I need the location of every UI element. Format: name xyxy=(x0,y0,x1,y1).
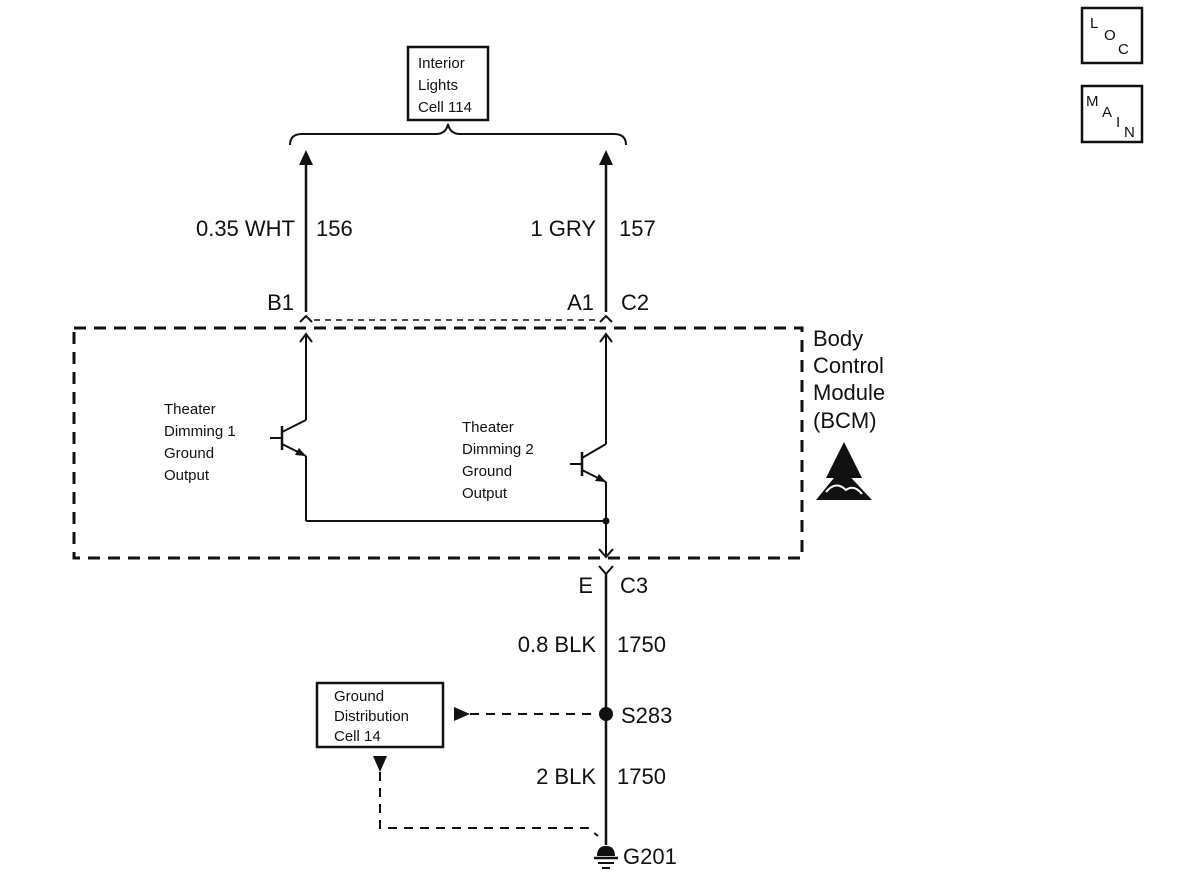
theater1-line3: Ground xyxy=(164,445,214,462)
wire-1750-b-gauge-color: 2 BLK xyxy=(536,764,596,789)
interior-lights-line1: Interior xyxy=(418,55,465,72)
bcm-label-line4: (BCM) xyxy=(813,408,877,433)
theater1-line1: Theater xyxy=(164,401,216,418)
connector-c2-mark-left xyxy=(299,314,313,323)
ground-dist-line1: Ground xyxy=(334,688,384,705)
connector-c2: C2 xyxy=(621,290,649,315)
wire-1750-b-circuit: 1750 xyxy=(617,764,666,789)
interior-lights-line3: Cell 114 xyxy=(418,99,472,116)
pin-b1: B1 xyxy=(267,290,294,315)
wire-1750-a-circuit: 1750 xyxy=(617,632,666,657)
main-letter-4: N xyxy=(1124,124,1135,141)
arrow-right-icon xyxy=(454,707,470,721)
esd-sensitive-icon xyxy=(816,442,872,500)
theater1-line4: Output xyxy=(164,467,210,484)
theater1-line2: Dimming 1 xyxy=(164,423,236,440)
bcm-label-line3: Module xyxy=(813,380,885,405)
pin-a1: A1 xyxy=(567,290,594,315)
connector-c3: C3 xyxy=(620,573,648,598)
ground-dist-line3: Cell 14 xyxy=(334,728,381,745)
loc-letter-3: C xyxy=(1118,41,1129,58)
interior-lights-brace xyxy=(289,123,627,146)
arrow-up-icon xyxy=(599,332,613,343)
bcm-label-line1: Body xyxy=(813,326,863,351)
ground-distribution-reference[interactable]: Ground Distribution Cell 14 xyxy=(315,681,445,749)
main-letter-2: A xyxy=(1102,104,1112,121)
bcm-junction-dot xyxy=(602,517,610,525)
connector-c3-mark xyxy=(598,565,614,576)
theater2-line3: Ground xyxy=(462,463,512,480)
ground-symbol-icon xyxy=(594,846,618,869)
main-letter-3: I xyxy=(1116,114,1120,131)
theater2-line4: Output xyxy=(462,485,508,502)
arrow-up-icon xyxy=(299,150,313,165)
loc-letter-1: L xyxy=(1090,15,1098,32)
theater2-line2: Dimming 2 xyxy=(462,441,534,458)
interior-lights-line2: Lights xyxy=(418,77,458,94)
ground-dist-line2: Distribution xyxy=(334,708,409,725)
transistor-1-icon xyxy=(270,419,307,457)
arrow-down-icon xyxy=(598,548,614,559)
arrow-up-icon xyxy=(299,332,313,343)
main-letter-1: M xyxy=(1086,93,1099,110)
arrow-up-icon xyxy=(599,150,613,165)
loc-letter-2: O xyxy=(1104,27,1116,44)
bcm-boundary xyxy=(72,326,804,560)
bcm-label-line2: Control xyxy=(813,353,884,378)
loc-button[interactable]: L O C xyxy=(1080,6,1144,65)
pin-e: E xyxy=(578,573,593,598)
splice-s283-label: S283 xyxy=(621,703,672,728)
main-button[interactable]: M A I N xyxy=(1080,84,1144,144)
wire-1750-a-gauge-color: 0.8 BLK xyxy=(518,632,597,657)
wire-156-circuit: 156 xyxy=(316,216,353,241)
wire-157-gauge-color: 1 GRY xyxy=(530,216,596,241)
interior-lights-reference[interactable]: Interior Lights Cell 114 xyxy=(406,45,490,122)
wire-156-gauge-color: 0.35 WHT xyxy=(196,216,295,241)
transistor-2-icon xyxy=(570,443,607,483)
theater2-line1: Theater xyxy=(462,419,514,436)
wire-157-circuit: 157 xyxy=(619,216,656,241)
ground-g201-label: G201 xyxy=(623,844,677,869)
arrow-down-icon xyxy=(373,756,387,772)
connector-c2-mark-right xyxy=(599,314,613,323)
ground-distribution-return-link xyxy=(379,772,599,837)
